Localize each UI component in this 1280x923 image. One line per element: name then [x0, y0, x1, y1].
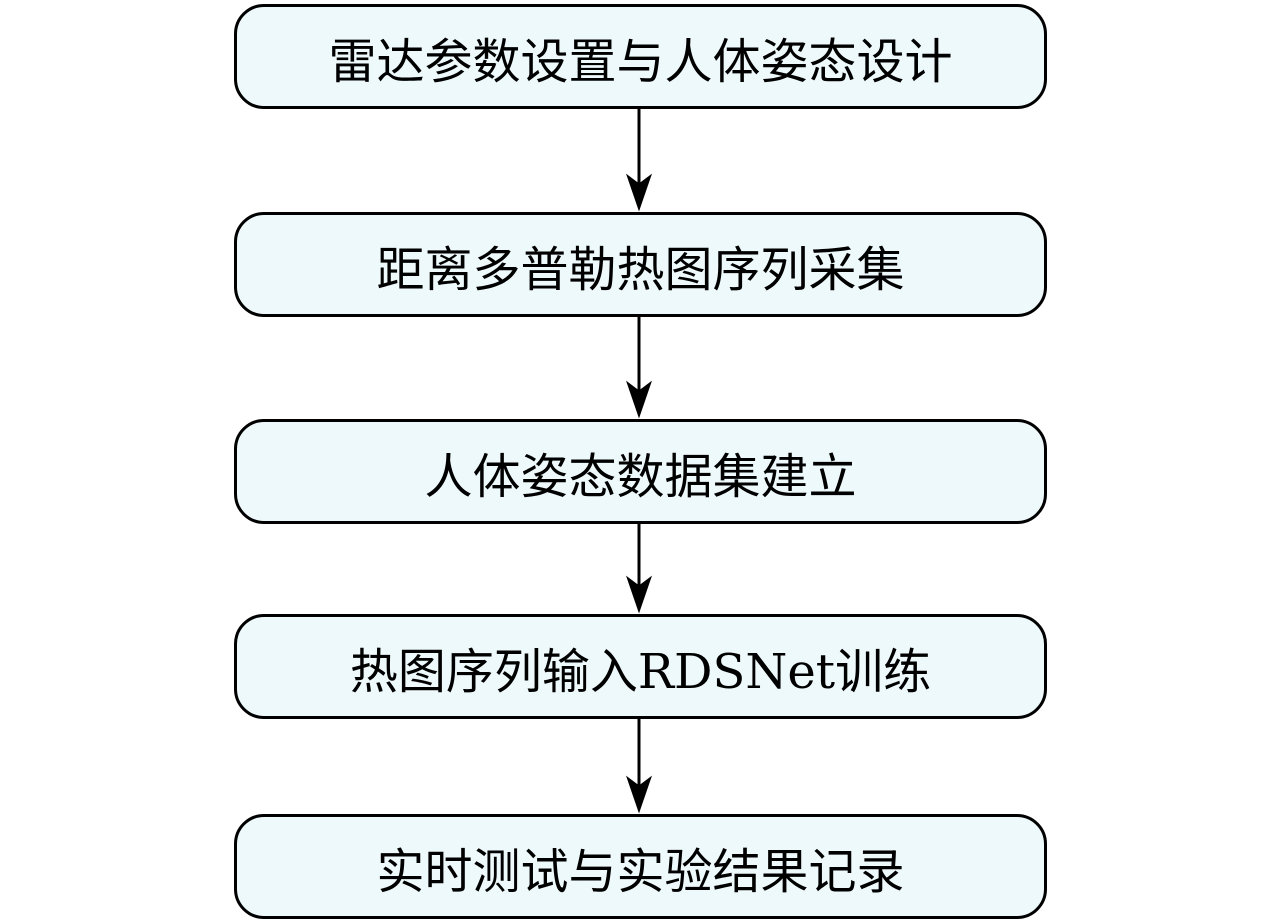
arrow-4-5 [626, 718, 652, 814]
flow-step-5: 实时测试与实验结果记录 [234, 814, 1047, 919]
flow-step-3: 人体姿态数据集建立 [234, 419, 1047, 524]
flow-step-2: 距离多普勒热图序列采集 [234, 212, 1047, 317]
step-label: 人体姿态数据集建立 [424, 448, 857, 505]
flow-step-1: 雷达参数设置与人体姿态设计 [234, 4, 1047, 109]
arrow-3-4 [626, 523, 652, 614]
arrow-1-2 [626, 108, 652, 212]
step-label: 雷达参数设置与人体姿态设计 [328, 33, 953, 90]
step-label: 距离多普勒热图序列采集 [376, 241, 905, 298]
step-label: 热图序列输入RDSNet训练 [349, 643, 932, 700]
step-label: 实时测试与实验结果记录 [376, 843, 905, 900]
arrow-2-3 [626, 316, 652, 419]
flow-step-4: 热图序列输入RDSNet训练 [234, 614, 1047, 719]
